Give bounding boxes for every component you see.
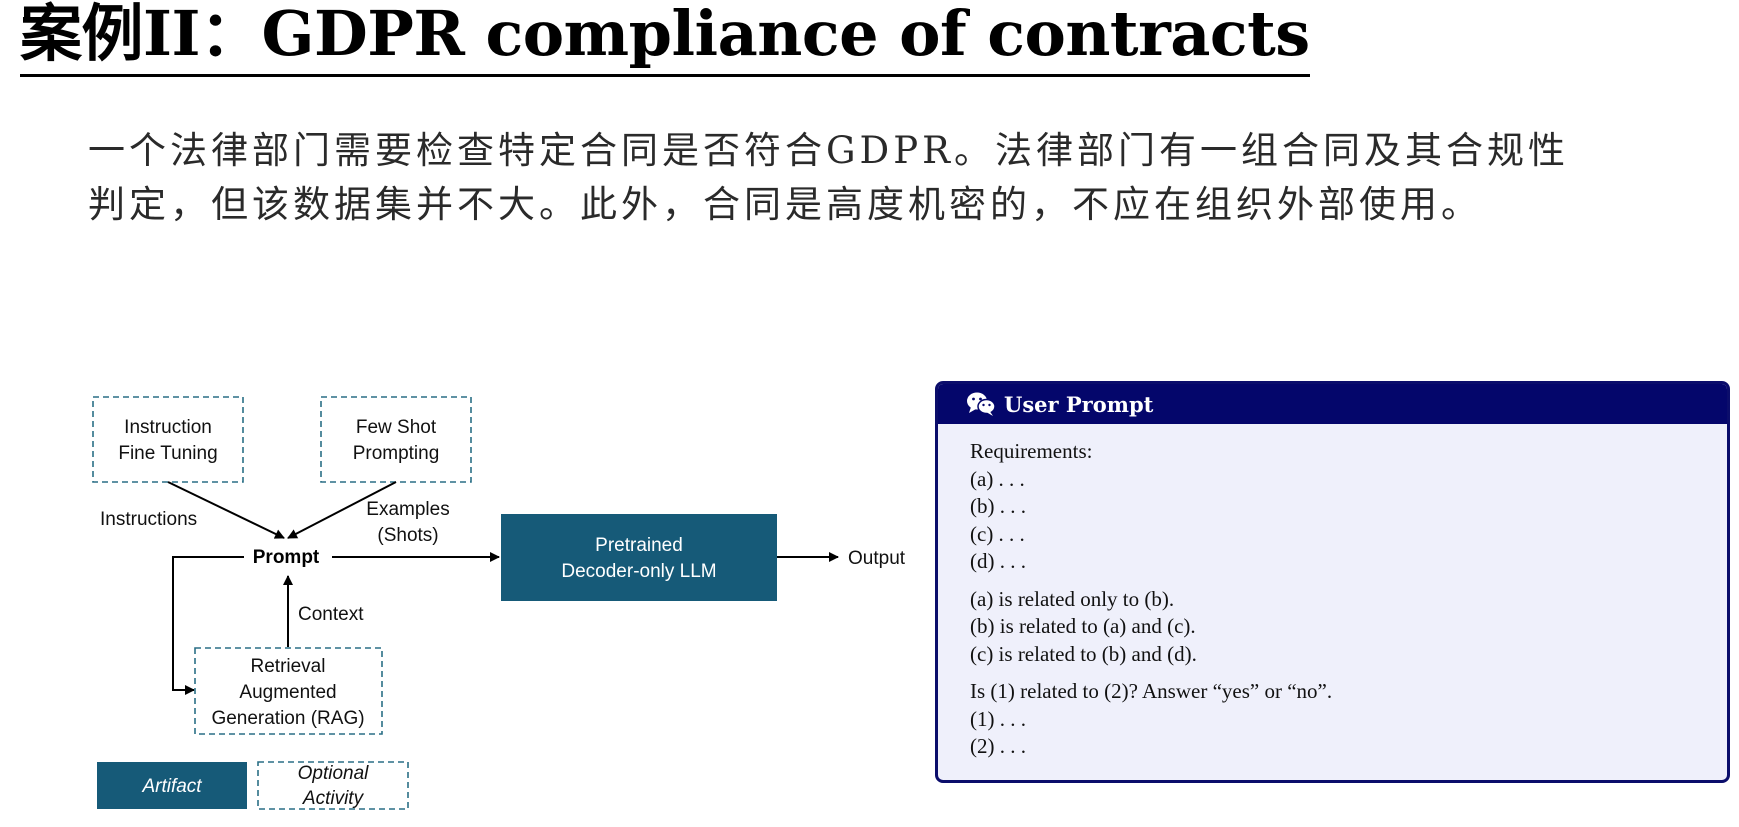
- requirement-item: (b) . . .: [970, 494, 1026, 518]
- fewshot-box-line-2: Prompting: [353, 443, 440, 464]
- examples-arrow: [287, 481, 397, 539]
- requirement-item: (d) . . .: [970, 549, 1026, 573]
- rag-box: Retrieval Augmented Generation (RAG): [194, 647, 383, 735]
- prompt-to-rag-arrow: [172, 556, 244, 695]
- llm-box-line-1: Pretrained: [595, 535, 683, 556]
- prompt-label: Prompt: [253, 547, 320, 568]
- relation-item: (c) is related to (b) and (d).: [970, 641, 1197, 666]
- rag-box-line-1: Retrieval: [251, 656, 326, 677]
- user-prompt-header: User Prompt: [938, 384, 1727, 424]
- requirement-item: (c) . . .: [970, 521, 1025, 546]
- wechat-chat-icon: [966, 391, 996, 417]
- instructions-label: Instructions: [100, 509, 197, 530]
- context-label: Context: [298, 604, 364, 625]
- requirements-title: Requirements:: [970, 439, 1093, 463]
- few-shot-prompting-box: Few Shot Prompting: [320, 396, 472, 483]
- intro-paragraph: 一个法律部门需要检查特定合同是否符合GDPR。法律部门有一组合同及其合规性判定，…: [88, 129, 1569, 226]
- rag-box-line-3: Generation (RAG): [211, 708, 364, 729]
- legend-artifact-label: Artifact: [141, 776, 202, 797]
- rag-box-line-2: Augmented: [239, 682, 336, 703]
- output-label: Output: [848, 548, 906, 569]
- requirement-item: (a) . . .: [970, 466, 1025, 491]
- question-block: Is (1) related to (2)? Answer “yes” or “…: [970, 678, 1727, 761]
- fewshot-box-line-1: Few Shot: [356, 417, 437, 438]
- relation-item: (b) is related to (a) and (c).: [970, 614, 1196, 638]
- instruction-box-line-2: Fine Tuning: [118, 443, 217, 464]
- legend-artifact: Artifact: [97, 762, 247, 809]
- question-item: (1) . . .: [970, 706, 1026, 731]
- user-prompt-body: Requirements: (a) . . . (b) . . . (c) . …: [938, 424, 1727, 761]
- question-text: Is (1) related to (2)? Answer “yes” or “…: [970, 679, 1333, 703]
- pretrained-llm-box: Pretrained Decoder-only LLM: [501, 514, 777, 601]
- instruction-box-line-1: Instruction: [124, 417, 212, 438]
- relation-item: (a) is related only to (b).: [970, 586, 1175, 611]
- legend-optional-line-1: Optional: [298, 763, 370, 784]
- examples-label-1: Examples: [366, 499, 449, 520]
- user-prompt-card: User Prompt Requirements: (a) . . . (b) …: [935, 381, 1730, 783]
- instruction-fine-tuning-box: Instruction Fine Tuning: [92, 396, 244, 483]
- requirements-block: Requirements: (a) . . . (b) . . . (c) . …: [970, 438, 1727, 576]
- user-prompt-title: User Prompt: [1004, 391, 1154, 417]
- instructions-arrow: [167, 481, 285, 539]
- examples-label-2: (Shots): [377, 525, 438, 546]
- relations-block: (a) is related only to (b). (b) is relat…: [970, 586, 1727, 669]
- llm-box-line-2: Decoder-only LLM: [561, 561, 716, 582]
- legend-optional-activity: Optional Activity: [257, 761, 409, 810]
- question-item: (2) . . .: [970, 734, 1026, 758]
- slide-title: 案例II：GDPR compliance of contracts: [20, 0, 1310, 77]
- llm-adaptation-diagram: Instruction Fine Tuning Few Shot Prompti…: [92, 396, 906, 810]
- legend-optional-line-2: Activity: [302, 788, 365, 809]
